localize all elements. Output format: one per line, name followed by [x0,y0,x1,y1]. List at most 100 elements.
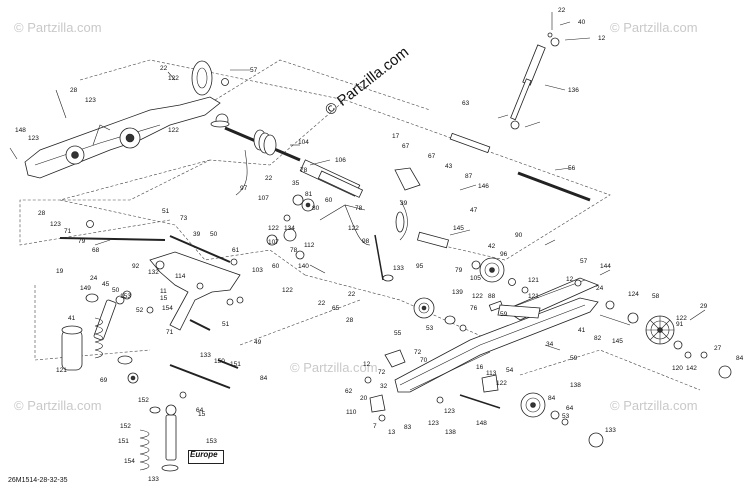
callout-label: 122 [168,75,179,82]
callout-label: 32 [380,383,388,390]
shaft-69 [217,359,239,369]
callout-label: 15 [198,411,206,418]
callout-label: 110 [346,409,357,416]
callout-label: 72 [378,369,386,376]
callout-label: 107 [268,239,279,246]
callout-label: 122 [676,315,687,322]
callout-label: 105 [470,275,481,282]
shaft-142 [189,319,211,331]
callout-labels: 22 40 12 22 122 57 136 28 123 148 123 12… [15,7,744,483]
callout-label: 71 [166,329,174,336]
callout-label: 122 [282,287,293,294]
callout-label: 132 [148,269,159,276]
watermark-bottom-left: © Partzilla.com [14,398,102,413]
callout-label: 39 [400,200,408,207]
callout-label: 121 [56,367,67,374]
front-shock-and-spring [61,290,154,384]
callout-label: 53 [426,325,434,332]
callout-label: 71 [64,228,72,235]
lower-idler-wheel [459,392,604,448]
callout-label: 60 [325,197,333,204]
callout-label: 12 [363,361,371,368]
callout-label: 97 [240,185,248,192]
callout-label: 12 [598,35,606,42]
callout-label: 40 [578,19,586,26]
callout-label: 45 [102,281,110,288]
callout-label: 123 [85,97,96,104]
callout-label: 54 [506,367,514,374]
callout-label: 13 [388,429,396,436]
callout-label: 107 [258,195,269,202]
callout-label: 19 [56,268,64,275]
stopper-bracket [374,167,450,281]
callout-label: 138 [445,429,456,436]
callout-label: 50 [112,287,120,294]
rear-shock-absorber [497,32,560,130]
callout-label: 61 [232,247,240,254]
callout-label: 22 [318,300,326,307]
callout-label: 142 [686,365,697,372]
callout-label: 78 [300,167,308,174]
callout-label: 81 [305,191,313,198]
callout-label: 145 [453,225,464,232]
callout-label: 22 [265,175,273,182]
callout-label: 152 [138,397,149,404]
callout-label: 96 [500,251,508,258]
lower-center-hardware [364,349,499,422]
callout-label: 139 [452,289,463,296]
callout-label: 88 [488,293,496,300]
region-badge-frame [188,450,224,464]
callout-label: 68 [92,247,100,254]
callout-label: 64 [566,405,574,412]
callout-label: 133 [393,265,404,272]
callout-label: 148 [15,127,26,134]
callout-label: 134 [284,225,295,232]
watermark-main: © Partzilla.com [322,44,412,120]
diagram-id: 26M1514-28-32-35 [8,477,68,484]
cross-shaft [224,126,301,196]
callout-label: 103 [252,267,263,274]
callout-label: 27 [714,345,722,352]
callout-label: 122 [168,127,179,134]
callout-label: 51 [222,321,230,328]
callout-label: 123 [428,420,439,427]
rear-shock-and-spring [139,391,187,472]
callout-label: 122 [496,380,507,387]
callout-label: 123 [444,408,455,415]
callout-label: 28 [38,210,46,217]
callout-label: 15 [160,295,168,302]
callout-label: 104 [298,139,309,146]
callout-label: 73 [180,215,188,222]
callout-label: 122 [348,225,359,232]
callout-label: 133 [200,352,211,359]
callout-label: 92 [132,263,140,270]
callout-label: 22 [348,291,356,298]
callout-label: 98 [362,238,370,245]
callout-label: 124 [628,291,639,298]
callout-label: 22 [160,65,168,72]
callout-label: 41 [68,315,76,322]
callout-label: 136 [568,87,579,94]
callout-label: 123 [28,135,39,142]
callout-label: 41 [578,327,586,334]
callout-label: 153 [206,438,217,445]
callout-label: 67 [402,143,410,150]
callout-label: 34 [546,341,554,348]
callout-label: 12 [566,276,574,283]
callout-label: 150 [214,358,225,365]
callout-label: 22 [558,7,566,14]
callout-label: 80 [312,205,320,212]
watermark-top-left: © Partzilla.com [14,20,102,35]
callout-label: 43 [445,163,453,170]
callout-label: 145 [612,338,623,345]
callout-label: 47 [470,207,478,214]
callout-label: 83 [404,424,412,431]
region-badge: Europe [190,450,218,459]
callout-label: 133 [605,427,616,434]
callout-label: 24 [596,285,604,292]
callout-label: 7 [373,423,377,430]
callout-label: 57 [580,258,588,265]
callout-label: 87 [465,173,473,180]
callout-label: 50 [210,231,218,238]
